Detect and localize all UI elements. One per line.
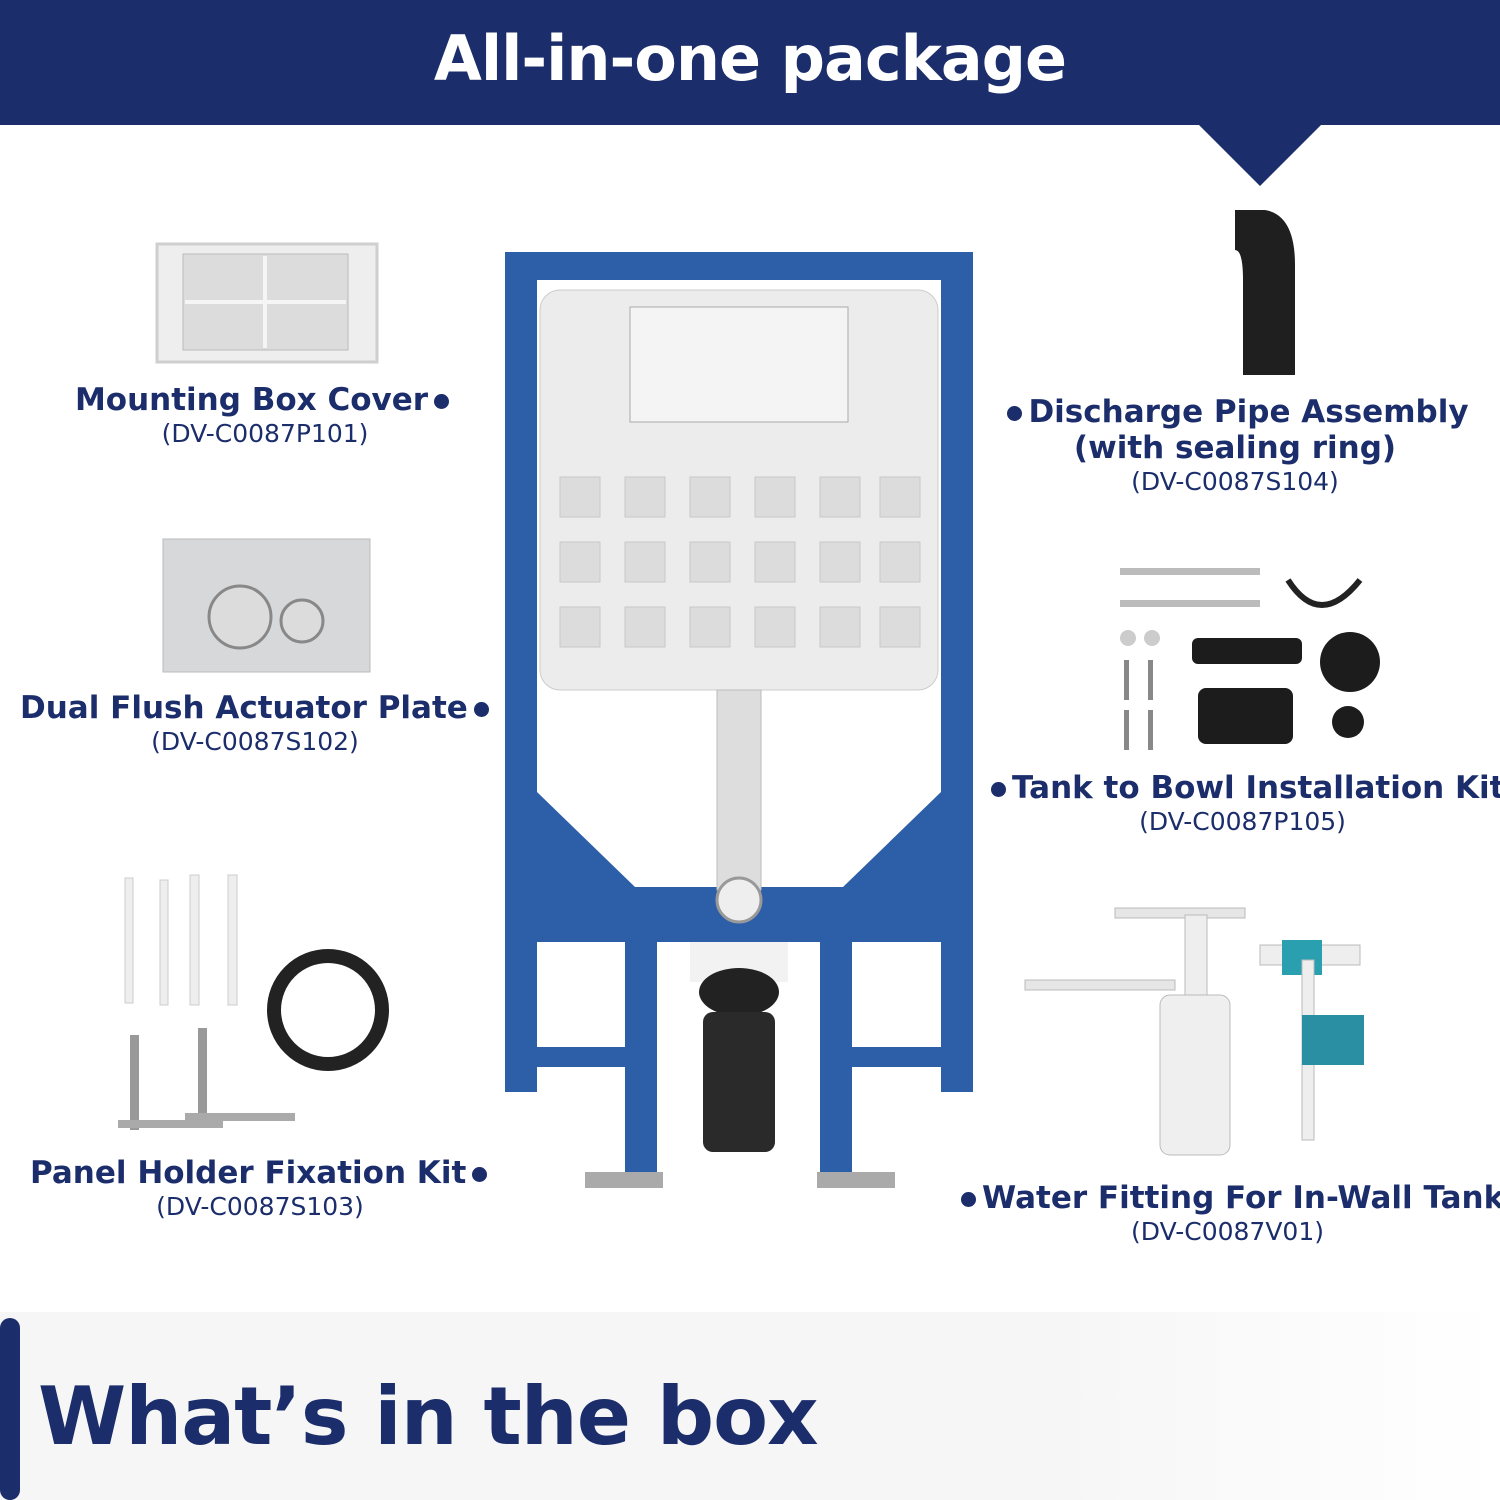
item-code: (DV-C0087V01) (1131, 1217, 1324, 1246)
item-name: Mounting Box Cover (74, 382, 429, 418)
footer-title: What’s in the box (38, 1370, 819, 1463)
panel-holder-kit-image (118, 874, 389, 1130)
bullet-icon (472, 1167, 488, 1182)
bullet-icon (961, 1192, 976, 1207)
item-water-fitting: Water Fitting For In-Wall Tank (DV-C0087… (955, 1180, 1500, 1248)
bullet-icon (991, 782, 1006, 797)
water-fitting-image (1024, 907, 1364, 1156)
item-code: (DV-C0087P105) (1139, 807, 1346, 836)
item-code: (DV-C0087S102) (151, 727, 359, 756)
footer-band (0, 1312, 1500, 1500)
item-name: Dual Flush Actuator Plate (20, 690, 468, 726)
item-code: (DV-C0087S104) (1131, 467, 1339, 496)
item-tank-to-bowl-installation-kit: Tank to Bowl Installation Kit (DV-C0087P… (985, 770, 1500, 838)
header-banner: All-in-one package (0, 0, 1500, 125)
discharge-pipe-image (1235, 210, 1295, 375)
item-panel-holder-fixation-kit: Panel Holder Fixation Kit (DV-C0087S103) (30, 1155, 490, 1223)
tank-to-bowl-kit-image (1120, 568, 1380, 750)
item-name: Discharge Pipe Assembly (1028, 394, 1469, 430)
item-name: Water Fitting For In-Wall Tank (982, 1180, 1500, 1216)
footer-accent-bar (0, 1318, 20, 1500)
item-name: Tank to Bowl Installation Kit (1012, 770, 1500, 806)
banner-pointer (1198, 124, 1322, 186)
in-wall-tank-frame-image (505, 252, 973, 1188)
mounting-box-cover-image (155, 242, 379, 364)
bullet-icon (1007, 406, 1023, 421)
bullet-icon (434, 394, 450, 409)
actuator-plate-image (162, 538, 371, 673)
item-mounting-box-cover: Mounting Box Cover (DV-C0087P101) (40, 382, 490, 450)
item-code: (DV-C0087S103) (156, 1192, 364, 1221)
page-title: All-in-one package (433, 22, 1067, 95)
item-name: Panel Holder Fixation Kit (30, 1155, 467, 1191)
item-name-line2: (with sealing ring) (1073, 430, 1397, 466)
item-dual-flush-actuator-plate: Dual Flush Actuator Plate (DV-C0087S102) (20, 690, 490, 758)
item-discharge-pipe-assembly: Discharge Pipe Assembly (with sealing ri… (990, 394, 1480, 498)
item-code: (DV-C0087P101) (161, 419, 369, 448)
bullet-icon (473, 702, 489, 717)
